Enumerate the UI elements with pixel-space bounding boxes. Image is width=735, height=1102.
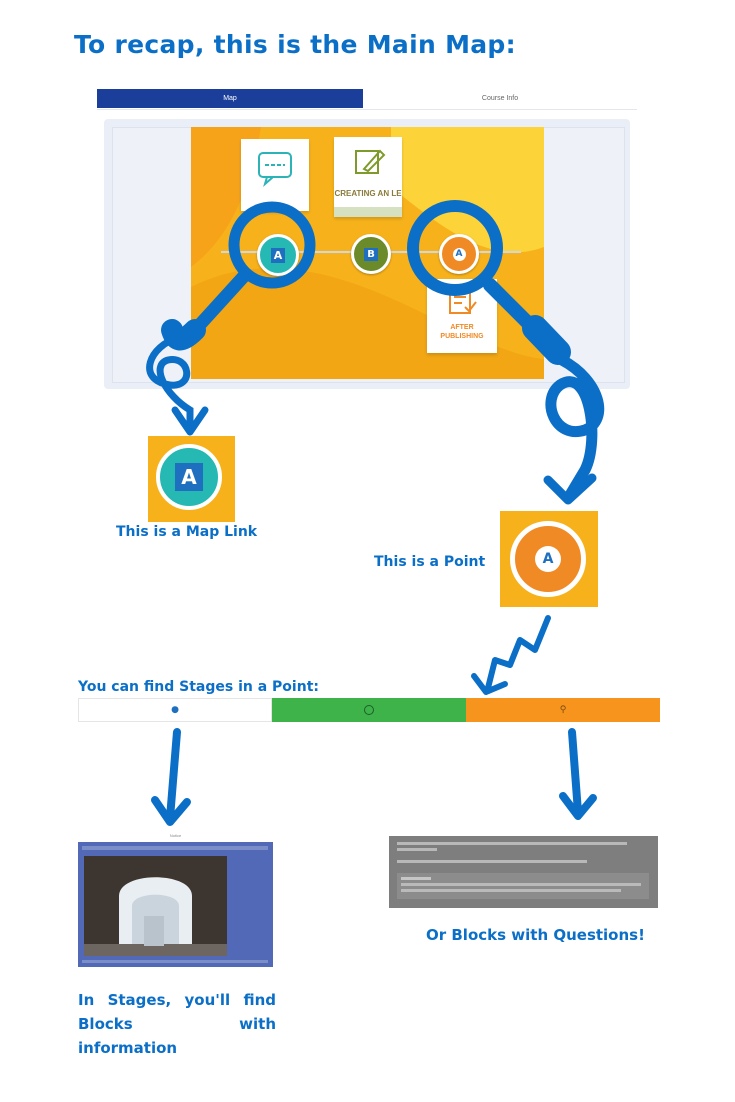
info-block: [78, 842, 273, 967]
point-zoom: A: [500, 511, 598, 607]
chat-icon: [364, 705, 374, 715]
tab-map[interactable]: Map: [97, 89, 363, 108]
map-card-label: AFTER PUBLISHING: [440, 324, 484, 340]
tab-course-info[interactable]: Course Info: [481, 95, 519, 102]
map-card-discussion[interactable]: [241, 139, 309, 211]
map-link-zoom-label: A: [175, 463, 203, 491]
map-link-label: B: [364, 247, 378, 261]
stage-discussion[interactable]: [272, 698, 466, 722]
tab-bar: Map Course Info: [97, 89, 637, 110]
map-link-label: A: [270, 247, 286, 263]
stage-question[interactable]: ⚲: [466, 698, 660, 722]
chat-bubble-icon: [258, 152, 292, 187]
map-link-caption: This is a Map Link: [116, 524, 258, 540]
edit-icon: [355, 149, 386, 174]
info-block-photo: [84, 856, 227, 956]
info-caption: In Stages, you'll find Blocks with infor…: [78, 991, 276, 1057]
magnifier-icon: ⚲: [559, 705, 567, 715]
point-label: A: [452, 247, 466, 261]
point-caption: This is a Point: [374, 554, 486, 570]
questions-caption: Or Blocks with Questions!: [426, 926, 645, 944]
info-block-heading: Notice: [169, 833, 182, 838]
lightbulb-icon: ●: [171, 705, 179, 715]
magnifier-left-icon: [228, 201, 316, 289]
page-title: To recap, this is the Main Map:: [74, 30, 516, 59]
map-link-zoom: A: [148, 436, 235, 522]
main-map: CREATING AN LE AFTER PUBLISHING A B A: [191, 127, 544, 379]
map-card-creating[interactable]: CREATING AN LE: [334, 137, 402, 217]
magnifier-right-icon: [407, 200, 503, 296]
point-node[interactable]: A: [439, 234, 479, 274]
map-link-zoom-icon: A: [156, 444, 222, 510]
stage-information[interactable]: ●: [78, 698, 272, 722]
question-answer-box: [397, 873, 649, 899]
stage-bar: ● ⚲: [78, 698, 660, 722]
map-card-label: CREATING AN LE: [334, 189, 402, 198]
info-block-text-line: [82, 960, 268, 963]
question-block: [389, 836, 658, 908]
map-link-node-b[interactable]: B: [351, 234, 391, 274]
point-zoom-label: A: [535, 546, 561, 572]
mosque-archway-image: [84, 856, 227, 956]
stages-caption: You can find Stages in a Point:: [78, 679, 319, 695]
point-zoom-icon: A: [510, 521, 586, 597]
info-block-text-line: [82, 846, 268, 850]
map-link-node-a[interactable]: A: [257, 234, 299, 276]
